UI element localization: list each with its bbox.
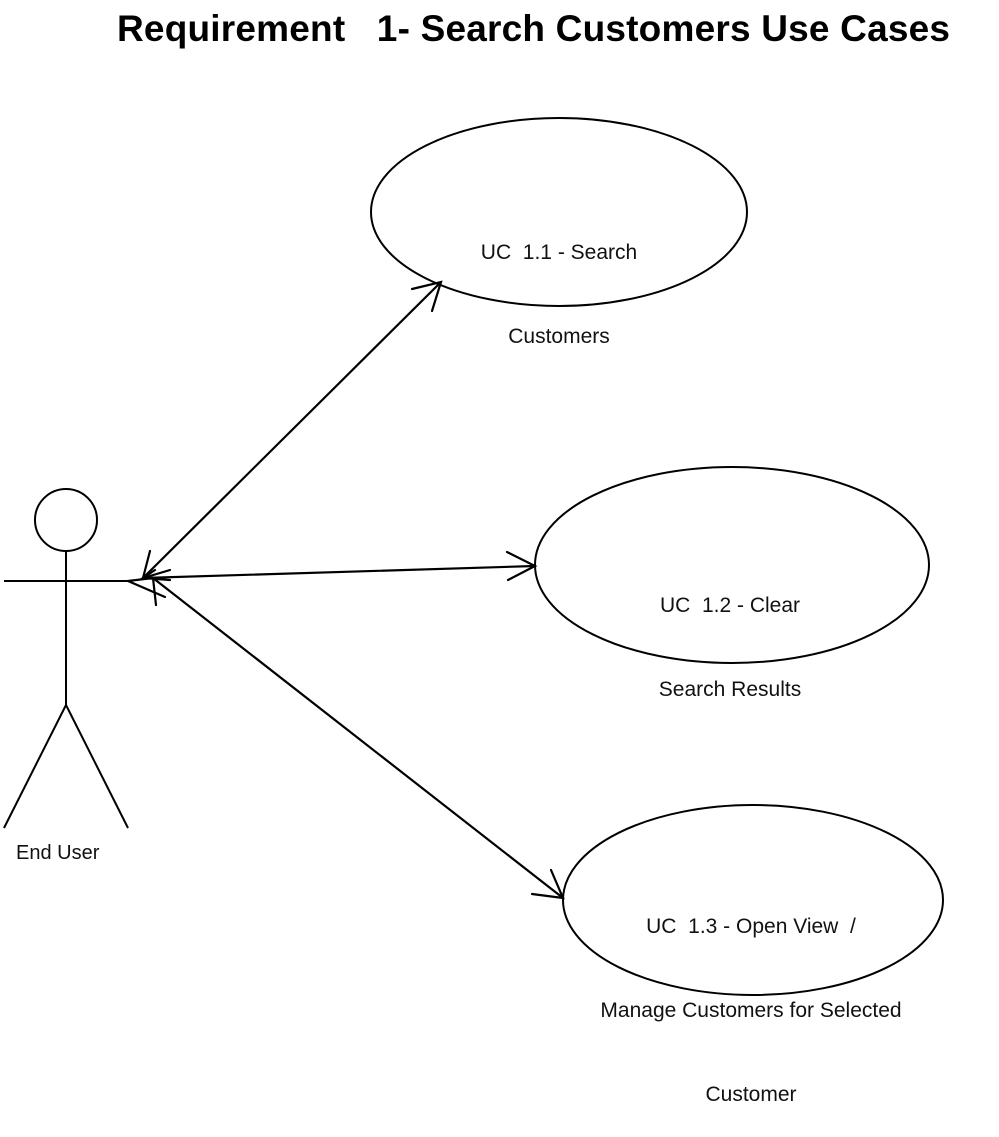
use-case-label-3-line-2: Manage Customers for Selected (600, 999, 902, 1022)
actor-label: End User (16, 842, 100, 864)
use-case-label-1-line-1: UC 1.1 - Search (480, 241, 638, 264)
arrowhead-uc-1-3 (530, 868, 565, 900)
association-uc-1-2[interactable] (139, 550, 538, 582)
use-case-label-3: UC 1.3 - Open View / Manage Customers fo… (561, 857, 941, 1137)
use-case-label-3-line-1: UC 1.3 - Open View / (646, 915, 856, 938)
use-case-ellipse-1[interactable] (370, 117, 748, 307)
actor-left-leg (3, 704, 67, 829)
use-case-label-1-line-2: Customers (508, 325, 610, 348)
use-case-label-2: UC 1.2 - Clear Search Results (580, 536, 880, 732)
use-case-label-2-line-1: UC 1.2 - Clear (659, 594, 801, 617)
diagram-title: Requirement 1- Search Customers Use Case… (117, 8, 951, 49)
arrowhead-actor-3 (126, 576, 158, 607)
arrowhead-uc-1-1 (410, 280, 443, 313)
arrowhead-actor-2 (139, 568, 172, 582)
use-case-diagram (3, 117, 944, 996)
arrowhead-uc-1-2 (505, 550, 538, 582)
association-uc-1-3[interactable] (126, 576, 565, 900)
actor-head (34, 488, 98, 552)
actor-end-user (3, 488, 130, 829)
actor-right-leg (65, 704, 129, 829)
use-case-ellipse-3[interactable] (562, 804, 944, 996)
association-uc-1-1[interactable] (141, 280, 443, 580)
use-case-label-1: UC 1.1 - Search Customers (409, 183, 709, 379)
use-case-label-3-line-3: Customer (705, 1083, 797, 1106)
use-case-label-2-line-2: Search Results (658, 678, 802, 701)
